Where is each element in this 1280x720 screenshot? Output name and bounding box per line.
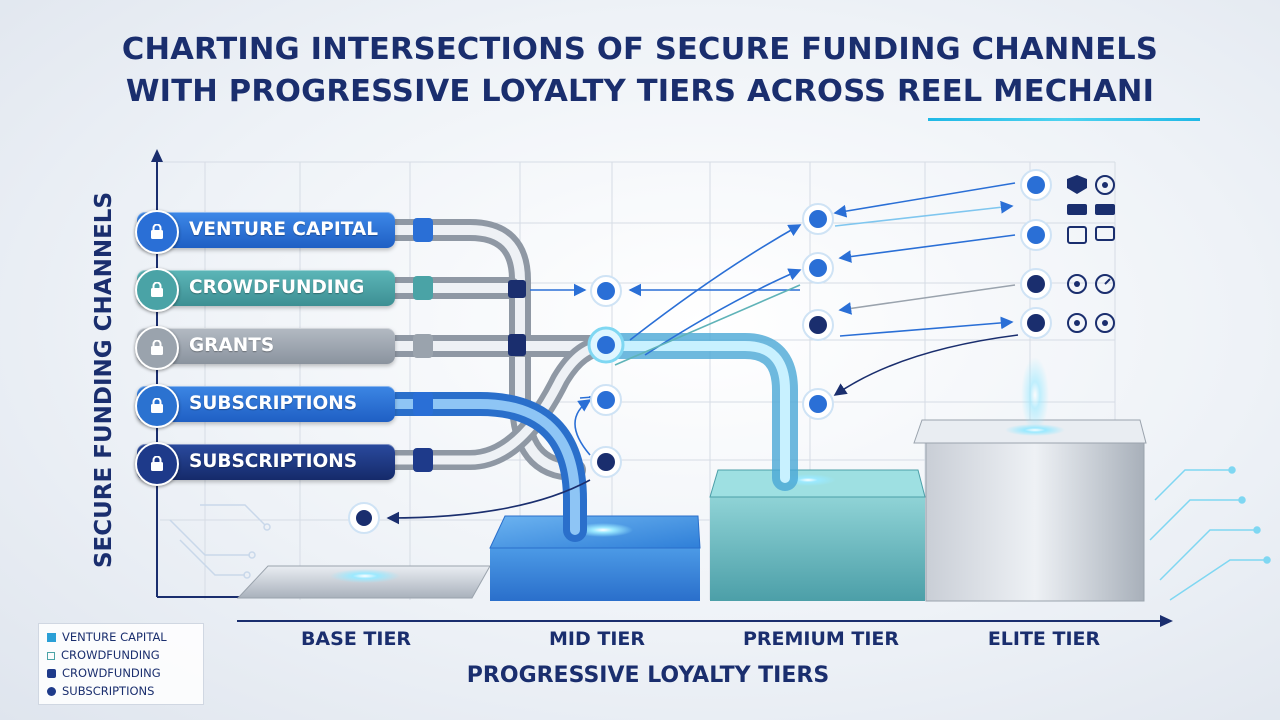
shield-icon: [1067, 175, 1087, 194]
channel-label: VENTURE CAPITAL: [189, 219, 379, 240]
flow-arrows: [386, 182, 1019, 525]
square-icon: [47, 633, 56, 642]
reel-icon: [590, 446, 622, 478]
channel-label: SUBSCRIPTIONS: [189, 393, 358, 414]
x-axis-title: PROGRESSIVE LOYALTY TIERS: [466, 663, 830, 688]
node-badges: [348, 169, 1052, 534]
reel-icon: [1067, 274, 1087, 294]
lock-icon: [47, 669, 56, 678]
reel-icon: [1095, 313, 1115, 333]
circuit-decoration-left: [169, 504, 271, 579]
dollar-icon: [1020, 307, 1052, 339]
monitor-icon: [1095, 226, 1115, 241]
lock-icon: [348, 502, 380, 534]
dollar-icon: [802, 203, 834, 235]
tier-label-mid: MID TIER: [548, 628, 646, 650]
ticket-icon: [1067, 204, 1087, 215]
tier-mid-platform: [489, 515, 701, 601]
elite-icon-grid: [1067, 175, 1115, 333]
reel-icon: [802, 309, 834, 341]
circuit-decoration-right: [1149, 466, 1271, 601]
legend-item: SUBSCRIPTIONS: [47, 684, 154, 698]
channel-grants: GRANTS: [135, 326, 395, 370]
reel-icon: [1095, 175, 1115, 195]
dollar-icon: [590, 275, 622, 307]
pipe-lock-icons: [413, 218, 526, 472]
slot-machine-icon: [1067, 226, 1087, 244]
reel-icon: [1067, 313, 1087, 333]
page-title-line-1: CHARTING INTERSECTIONS OF SECURE FUNDING…: [121, 32, 1159, 67]
channel-subscriptions-2: SUBSCRIPTIONS: [135, 442, 395, 486]
lock-icon: [135, 384, 179, 428]
channel-label: GRANTS: [189, 335, 275, 356]
channel-crowdfunding: CROWDFUNDING: [135, 268, 395, 312]
gear-icon: [1020, 268, 1052, 300]
title-underline: [928, 118, 1200, 121]
ticket-icon: [1095, 204, 1115, 215]
channel-label: CROWDFUNDING: [189, 277, 365, 298]
tier-label-premium: PREMIUM TIER: [742, 628, 900, 650]
tier-base-platform: [236, 565, 491, 599]
channel-label: SUBSCRIPTIONS: [189, 451, 358, 472]
tier-label-elite: ELITE TIER: [987, 628, 1101, 650]
lock-icon: [135, 326, 179, 370]
reel-icon: [590, 384, 622, 416]
tier-premium-platform: [709, 469, 926, 601]
reel-icon: [802, 388, 834, 420]
dollar-icon: [1020, 169, 1052, 201]
channel-subscriptions-1: SUBSCRIPTIONS: [135, 384, 395, 428]
tier-label-base: BASE TIER: [300, 628, 412, 650]
dollar-icon: [1020, 219, 1052, 251]
y-axis-title: SECURE FUNDING CHANNELS: [91, 191, 117, 569]
legend-item: CROWDFUNDING: [47, 648, 160, 662]
lock-icon: [135, 210, 179, 254]
lock-icon: [135, 442, 179, 486]
lock-icon: [135, 268, 179, 312]
legend-item: VENTURE CAPITAL: [47, 630, 167, 644]
page-title-line-2: WITH PROGRESSIVE LOYALTY TIERS ACROSS RE…: [125, 74, 1155, 109]
legend-item: CROWDFUNDING: [47, 666, 161, 680]
channel-venture-capital: VENTURE CAPITAL: [135, 210, 395, 254]
shield-icon: [587, 326, 625, 364]
tier-elite-platform: [913, 357, 1147, 602]
legend: VENTURE CAPITAL CROWDFUNDING CROWDFUNDIN…: [38, 623, 204, 705]
shield-icon: [47, 687, 56, 696]
square-outline-icon: [47, 652, 55, 660]
gauge-icon: [1095, 274, 1115, 294]
shield-icon: [802, 252, 834, 284]
